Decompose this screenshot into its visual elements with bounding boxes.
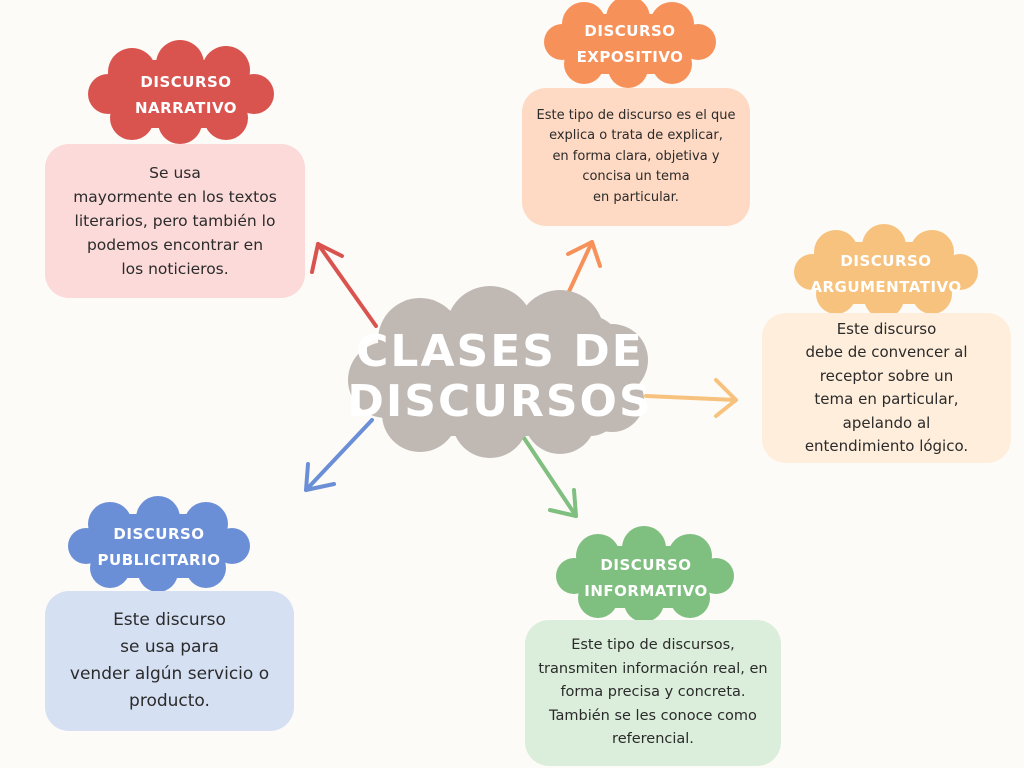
argumentativo-cloud (794, 224, 978, 318)
center-cloud (348, 286, 648, 458)
argumentativo-label: DISCURSO ARGUMENTATIVO (810, 252, 962, 296)
expositivo-label: DISCURSO EXPOSITIVO (576, 22, 684, 66)
informativo-cloud (556, 526, 734, 622)
arrow-to-informativo (522, 436, 578, 518)
informativo-label: DISCURSO INFORMATIVO (584, 556, 708, 600)
expositivo-description: Este tipo de discurso es el que explica … (522, 88, 750, 226)
narrativo-description: Se usa mayormente en los textos literari… (45, 144, 305, 298)
diagram-title: CLASES DE DISCURSOS (347, 326, 653, 427)
argumentativo-description: Este discurso debe de convencer al recep… (762, 313, 1011, 463)
publicitario-description: Este discurso se usa para vender algún s… (45, 591, 294, 731)
narrativo-label: DISCURSO NARRATIVO (134, 73, 238, 117)
arrow-to-narrativo (310, 242, 378, 328)
narrativo-cloud (88, 40, 274, 144)
arrow-to-expositivo (564, 240, 602, 300)
publicitario-cloud (68, 496, 250, 592)
expositivo-cloud (544, 0, 716, 88)
arrow-to-publicitario (304, 418, 374, 492)
publicitario-label: DISCURSO PUBLICITARIO (97, 525, 221, 569)
informativo-description: Este tipo de discursos, transmiten infor… (525, 620, 781, 766)
arrow-to-argumentativo (644, 378, 738, 418)
